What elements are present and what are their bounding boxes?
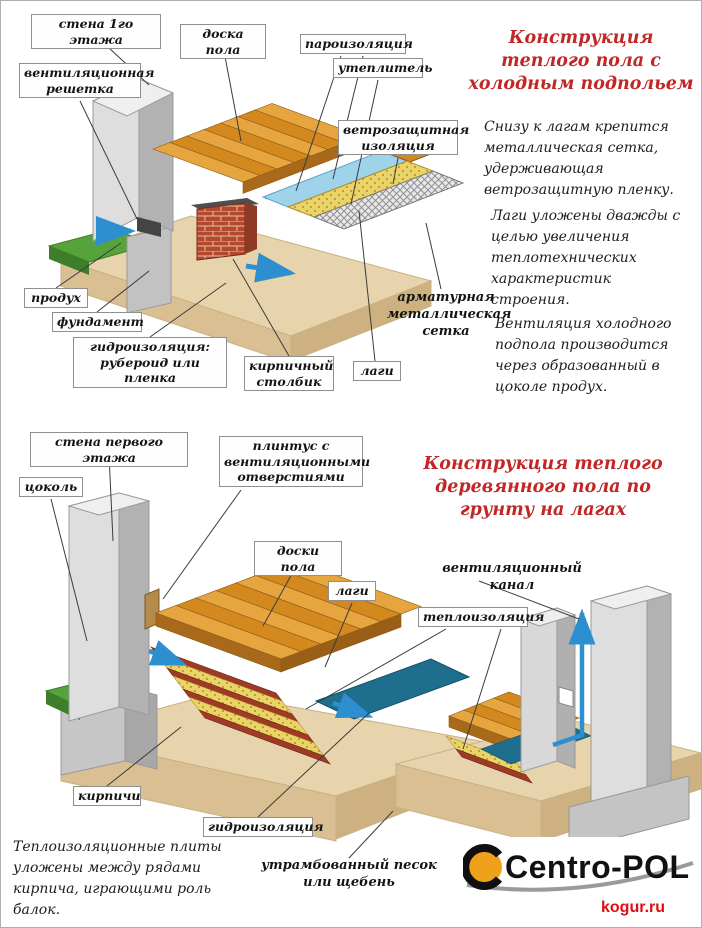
title-bottom-diagram: Конструкция теплого деревянного пола по … <box>423 454 663 520</box>
insulation-and-brick-rows <box>150 646 331 765</box>
logo-emblem <box>461 844 694 892</box>
label2-waterproofing: гидроизоляция <box>203 817 323 837</box>
metal-mesh <box>312 170 465 230</box>
floor-planks <box>152 103 363 194</box>
label-rebar-mesh: арматурная металлическая сетка <box>387 290 512 339</box>
label2-wall: стена первого этажа <box>30 432 188 468</box>
airflow-arrows <box>96 216 296 283</box>
wall-block-right <box>519 585 690 851</box>
logo: Centro-POL <box>461 837 697 897</box>
label-joists: лаги <box>353 361 401 381</box>
note-ventilation: Вентиляция холодного подпола производитс… <box>495 316 672 395</box>
wall-block <box>91 78 175 242</box>
label2-bricks: кирпичи <box>73 786 141 806</box>
foundation-block <box>126 226 172 314</box>
airflow-arrows-bottom <box>148 608 596 748</box>
label-vapor-barrier: пароизоляция <box>300 34 413 54</box>
site-watermark: kogur.ru <box>601 899 666 916</box>
label2-insulation: теплоизоляция <box>418 607 544 627</box>
brick-column <box>191 198 259 261</box>
label-waterproofing: гидроизоляция: рубероид или пленка <box>73 337 227 388</box>
label-floor-board: доска пола <box>180 24 266 60</box>
logo-swoosh <box>466 861 694 892</box>
label2-plinth: плинтус с вентиляционными отверстиями <box>219 436 370 487</box>
label-brick-post: кирпичный столбик <box>244 356 334 392</box>
label2-floor-boards: доски пола <box>254 541 342 577</box>
top-diagram <box>47 35 465 364</box>
label-insulation: утеплитель <box>333 58 433 78</box>
label2-joists: лаги <box>328 581 376 601</box>
title-top-diagram: Конструкция теплого пола с холодным подп… <box>468 28 694 94</box>
label-wall-first-floor: стена 1го этажа <box>31 14 161 50</box>
vent-opening <box>137 217 161 237</box>
note-insulation-slabs: Теплоизоляционные плиты уложены между ря… <box>13 839 222 918</box>
label-foundation: фундамент <box>52 312 144 332</box>
floor-planks-bottom <box>155 560 422 673</box>
label-vent: продух <box>24 288 88 308</box>
logo-black-arc <box>461 844 503 890</box>
bottom-diagram <box>44 453 701 859</box>
wall-block-left <box>67 492 151 722</box>
label-vent-grille: вентиляционная решетка <box>19 63 154 99</box>
label2-socle: цоколь <box>19 477 83 497</box>
logo-orange-disc <box>468 850 502 884</box>
note-joists: Лаги уложены дважды с целью увеличения т… <box>491 208 681 308</box>
label2-vent-channel: вентиляционный канал <box>442 561 582 593</box>
waterproof-membrane <box>314 658 471 720</box>
leader-lines-bottom <box>50 453 580 859</box>
note-mesh: Снизу к лагам крепится металлическая сет… <box>484 119 674 198</box>
label-windproof-insulation: ветрозащитная изоляция <box>338 120 469 156</box>
label2-sand: утрамбованный песок или щебень <box>261 858 437 890</box>
logo-text: Centro-POL <box>505 849 690 885</box>
